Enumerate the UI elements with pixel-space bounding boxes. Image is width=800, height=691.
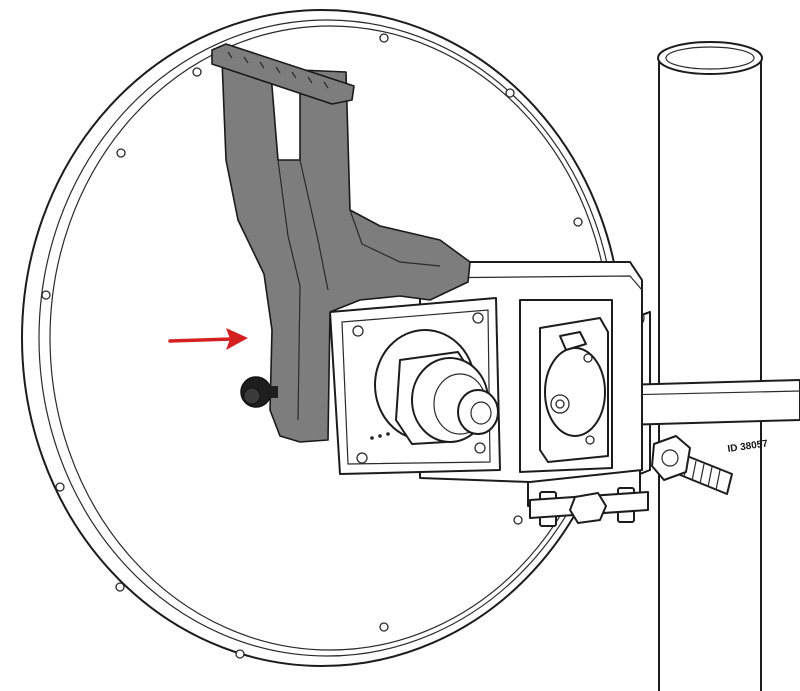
mast-pole (657, 41, 763, 691)
right-arrow-icon (168, 328, 248, 350)
rim-screws (41, 33, 583, 659)
alignment-handle (211, 43, 471, 443)
handle-grip (211, 43, 355, 105)
feed-horn (374, 329, 499, 445)
locking-knob (240, 376, 278, 408)
radio-front-plate (329, 297, 501, 475)
pole-id-label: ID 38057 (727, 438, 769, 455)
threaded-rod (651, 435, 733, 495)
